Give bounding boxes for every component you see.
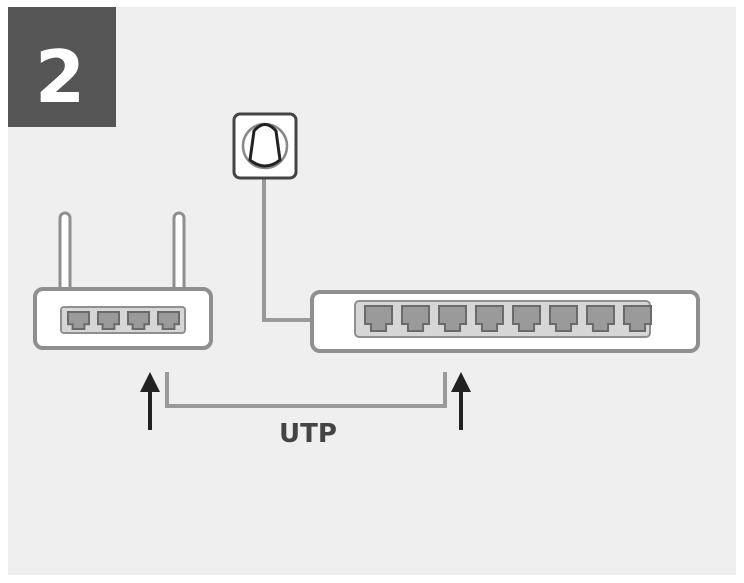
ethernet-port-icon (586, 305, 615, 332)
ethernet-port-icon (549, 305, 578, 332)
step-badge: 2 (8, 7, 116, 127)
switch-ports (364, 305, 652, 332)
ethernet-port-icon (364, 305, 393, 332)
ethernet-port-icon (97, 311, 120, 330)
router-antenna-left (58, 211, 72, 295)
ethernet-port-icon (401, 305, 430, 332)
ethernet-port-icon (512, 305, 541, 332)
utp-cable (165, 372, 447, 408)
router-ports (67, 311, 180, 330)
ethernet-port-icon (127, 311, 150, 330)
ethernet-port-icon (438, 305, 467, 332)
router-antenna-right (172, 211, 186, 295)
ethernet-port-icon (475, 305, 504, 332)
ethernet-port-icon (67, 311, 90, 330)
power-adapter-icon (232, 112, 298, 180)
ethernet-port-icon (157, 311, 180, 330)
router (33, 211, 213, 350)
network-switch (310, 290, 700, 353)
router-port-panel (60, 306, 186, 334)
ethernet-port-icon (623, 305, 652, 332)
power-cable (262, 178, 314, 322)
up-arrow-icon (140, 372, 160, 430)
step-number: 2 (35, 35, 85, 119)
utp-label: UTP (279, 419, 337, 449)
up-arrow-icon (451, 372, 471, 430)
